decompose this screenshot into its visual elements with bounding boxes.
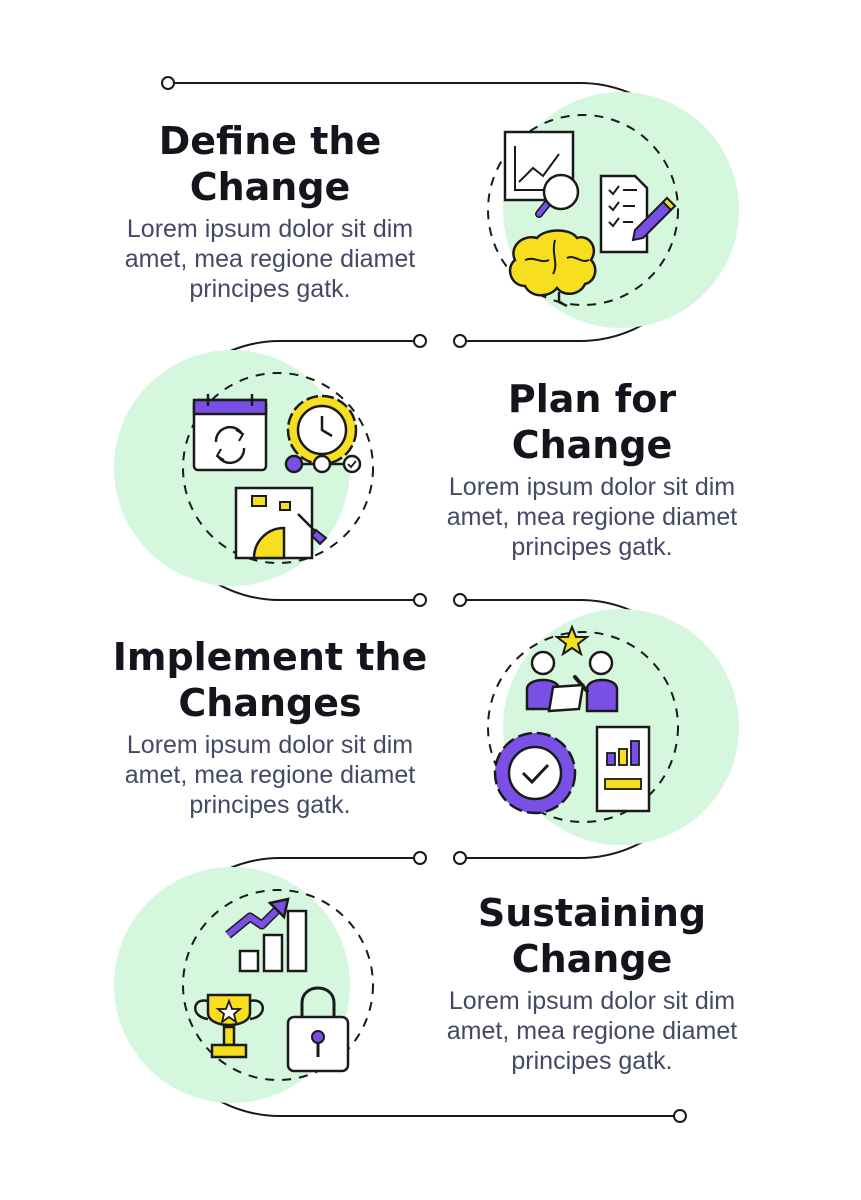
step-1-title: Define the Change xyxy=(158,119,382,209)
connector-dot xyxy=(453,593,467,607)
step-3-text: Implement the Changes Lorem ipsum dolor … xyxy=(100,634,440,820)
padlock-icon xyxy=(286,986,350,1073)
step-2-description: Lorem ipsum dolor sit dim amet, mea regi… xyxy=(446,473,738,561)
connector-end-dot xyxy=(673,1109,687,1123)
gear-check-icon xyxy=(493,731,577,815)
chart-magnifier-icon xyxy=(503,130,580,218)
connector-start-dot xyxy=(161,76,175,90)
connector-dot xyxy=(413,593,427,607)
brain-icon xyxy=(508,229,597,308)
connector-dot xyxy=(413,851,427,865)
step-1-description: Lorem ipsum dolor sit dim amet, mea regi… xyxy=(124,215,416,303)
calendar-refresh-icon xyxy=(192,394,268,472)
step-3-title: Implement the Changes xyxy=(112,635,428,725)
connector-dot xyxy=(413,334,427,348)
blueprint-protractor-icon xyxy=(234,486,328,560)
step-1-text: Define the Change Lorem ipsum dolor sit … xyxy=(100,118,440,304)
timeline-steps-icon xyxy=(284,454,362,474)
report-chart-icon xyxy=(595,725,651,813)
step-4-illustration xyxy=(114,867,374,1103)
step-2-text: Plan for Change Lorem ipsum dolor sit di… xyxy=(422,376,762,562)
gear-clock-icon xyxy=(286,394,358,466)
step-2-title: Plan for Change xyxy=(507,377,677,467)
step-3-illustration xyxy=(487,609,739,845)
star-icon xyxy=(554,624,590,657)
step-4-title: Sustaining Change xyxy=(477,891,707,981)
team-collaboration-icon xyxy=(525,650,619,713)
connector-dot xyxy=(453,851,467,865)
step-2-illustration xyxy=(114,350,374,586)
step-4-text: Sustaining Change Lorem ipsum dolor sit … xyxy=(422,890,762,1076)
step-4-description: Lorem ipsum dolor sit dim amet, mea regi… xyxy=(446,987,738,1075)
step-1-illustration xyxy=(487,92,739,328)
step-3-description: Lorem ipsum dolor sit dim amet, mea regi… xyxy=(124,731,416,819)
checklist-pencil-icon xyxy=(599,174,677,254)
growth-arrow-bars-icon xyxy=(225,897,308,973)
trophy-star-icon xyxy=(194,993,264,1059)
connector-dot xyxy=(453,334,467,348)
